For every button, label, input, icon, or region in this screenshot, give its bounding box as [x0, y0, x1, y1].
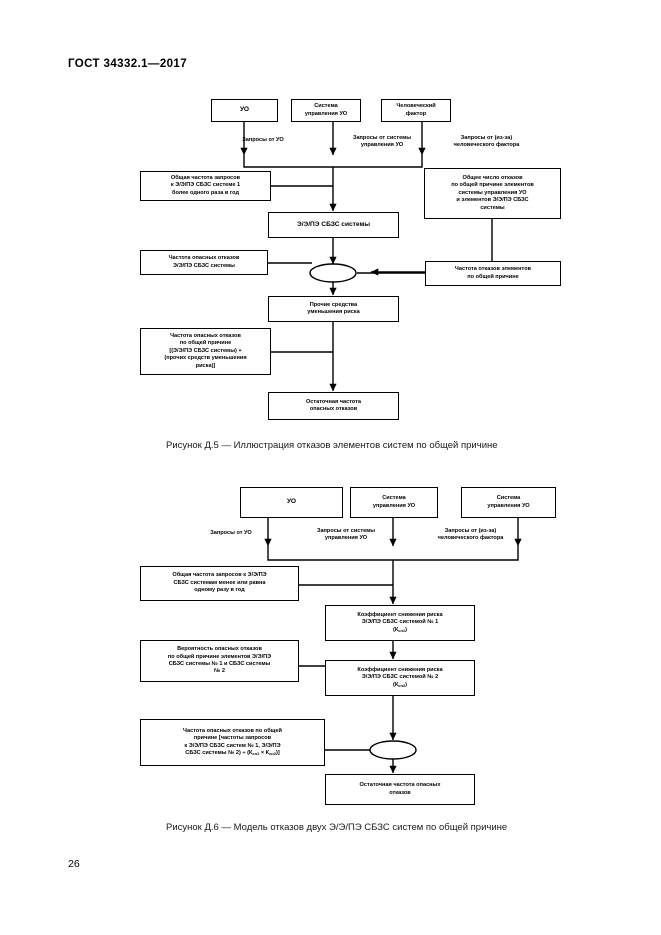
d5-node-human-factor-label: Человеческий фактор — [396, 103, 436, 117]
d6-node-rrf-2: Коэффициент снижения риска Э/Э/ПЭ СБЗС с… — [325, 660, 475, 696]
d5-node-control-system-label: Система управления УО — [304, 103, 348, 117]
document-header: ГОСТ 34332.1—2017 — [68, 58, 188, 70]
figure-d5-caption: Рисунок Д.5 — Иллюстрация отказов элемен… — [166, 440, 498, 451]
d6-node-ccf-rate-label: Частота опасных отказов по общей причине… — [183, 727, 282, 756]
d6-node-rrf-1: Коэффициент снижения риска Э/Э/ПЭ СБЗС с… — [325, 605, 475, 641]
d5-node-uo: УО — [211, 99, 278, 122]
d6-node-rrf-1-label: Коэффициент снижения риска Э/Э/ПЭ СБЗС с… — [357, 611, 443, 633]
d5-node-eepe-system: Э/Э/ПЭ СБЗС системы — [268, 212, 399, 238]
d5-node-ccf-element-rate-label: Частота отказов элементов по общей причи… — [454, 266, 532, 280]
d6-node-ccf-rate: Частота опасных отказов по общей причине… — [140, 719, 325, 766]
d6-node-uo-label: УО — [286, 498, 297, 506]
d6-node-ccf-probability-label: Вероятность опасных отказов по общей при… — [167, 646, 272, 675]
d6-node-residual-rate-label: Остаточная частота опасных отказов — [359, 782, 441, 796]
d6-node-control-system-2-label: Система управления УО — [487, 495, 530, 509]
d6-node-uo: УО — [240, 487, 343, 518]
d5-node-uo-label: УО — [239, 106, 250, 114]
d5-node-ccf-dangerous-rate-label: Частота опасных отказов по общей причине… — [164, 332, 247, 369]
page-number: 26 — [68, 858, 80, 870]
d6-node-rrf-2-label: Коэффициент снижения риска Э/Э/ПЭ СБЗС с… — [357, 666, 443, 688]
d5-node-dangerous-failure-rate: Частота опасных отказов Э/Э/ПЭ СБЗС сист… — [140, 250, 268, 275]
d5-node-residual-rate: Остаточная частота опасных отказов — [268, 392, 399, 420]
d5-node-other-risk-means-label: Прочие средства уменьшения риска — [307, 301, 360, 315]
d6-edge-label-from-control-system: Запросы от системы управления УО — [316, 528, 376, 542]
d5-node-residual-rate-label: Остаточная частота опасных отказов — [305, 398, 362, 412]
d5-node-ccf-total: Общее число отказов по общей причине эле… — [424, 168, 561, 219]
d5-node-control-system: Система управления УО — [291, 99, 361, 122]
d6-node-control-system-2: Система управления УО — [461, 487, 556, 518]
figure-d6-caption: Рисунок Д.6 — Модель отказов двух Э/Э/ПЭ… — [166, 822, 508, 833]
d6-node-ccf-probability: Вероятность опасных отказов по общей при… — [140, 640, 299, 682]
d5-edge-label-from-uo: Запросы от УО — [242, 137, 284, 143]
d6-node-control-system-1: Система управления УО — [350, 487, 438, 518]
d5-node-demand-rate: Общая частота запросов к Э/Э/ПЭ СБЗС сис… — [140, 171, 271, 201]
d5-node-ccf-element-rate: Частота отказов элементов по общей причи… — [425, 261, 561, 286]
d5-node-other-risk-means: Прочие средства уменьшения риска — [268, 296, 399, 322]
d5-edge-label-from-human-factor: Запросы от (из-за) человеческого фактора — [453, 135, 520, 149]
d5-edge-label-from-control-system: Запросы от системы управления УО — [352, 135, 412, 149]
d6-node-residual-rate: Остаточная частота опасных отказов — [325, 774, 475, 805]
d6-edge-label-from-human-factor: Запросы от (из-за) человеческого фактора — [437, 528, 504, 542]
d6-edge-label-from-uo: Запросы от УО — [210, 530, 252, 536]
d5-node-ccf-total-label: Общее число отказов по общей причине эле… — [451, 174, 534, 211]
d5-node-dangerous-failure-rate-label: Частота опасных отказов Э/Э/ПЭ СБЗС сист… — [168, 255, 240, 269]
d5-node-ccf-dangerous-rate: Частота опасных отказов по общей причине… — [140, 328, 271, 375]
d6-node-demand-rate: Общая частота запросов к Э/Э/ПЭ СБЗС сис… — [140, 566, 299, 601]
d6-node-demand-rate-label: Общая частота запросов к Э/Э/ПЭ СБЗС сис… — [172, 572, 267, 594]
d5-node-human-factor: Человеческий фактор — [381, 99, 451, 122]
d5-node-demand-rate-label: Общая частота запросов к Э/Э/ПЭ СБЗС сис… — [170, 174, 241, 196]
d5-node-eepe-system-label: Э/Э/ПЭ СБЗС системы — [297, 220, 370, 228]
d6-node-control-system-1-label: Система управления УО — [372, 495, 416, 509]
